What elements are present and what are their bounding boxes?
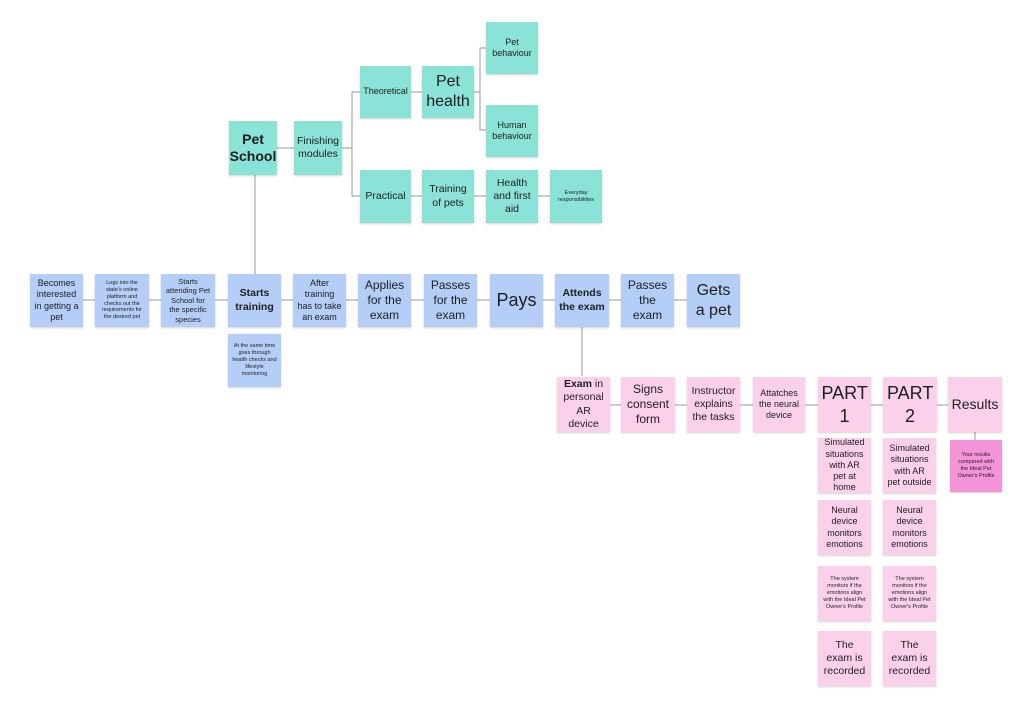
note-becomes-interested[interactable]: Becomes interested in getting a pet <box>30 274 83 327</box>
note-exam-rest: in personal AR device <box>563 378 604 430</box>
note-system-monitors-2[interactable]: The system monitors if the emotions alig… <box>883 566 936 621</box>
note-theoretical[interactable]: Theoretical <box>360 66 411 118</box>
note-part-1[interactable]: PART 1 <box>818 377 871 432</box>
note-exam-ar-device[interactable]: Exam in personal AR device <box>557 377 610 432</box>
connector <box>474 47 486 131</box>
note-pet-behaviour[interactable]: Pet behaviour <box>486 22 538 74</box>
note-pet-health[interactable]: Pet health <box>422 66 474 118</box>
note-passes-the-exam[interactable]: Passes the exam <box>621 274 674 327</box>
note-neural-monitors-2[interactable]: Neural device monitors emotions <box>883 500 936 555</box>
note-results[interactable]: Results <box>948 377 1002 432</box>
note-recorded-2[interactable]: The exam is recorded <box>883 631 936 686</box>
note-at-same-time[interactable]: At the same time goes through health che… <box>228 334 281 387</box>
note-attends-exam[interactable]: Attends the exam <box>555 274 609 327</box>
note-starts-training[interactable]: Starts training <box>228 274 281 327</box>
note-sim-outside[interactable]: Simulated situations with AR pet outside <box>883 438 936 493</box>
note-training-of-pets[interactable]: Training of pets <box>422 170 474 223</box>
note-human-behaviour[interactable]: Human behaviour <box>486 105 538 157</box>
note-sim-home[interactable]: Simulated situations with AR pet at home <box>818 437 871 493</box>
note-pays[interactable]: Pays <box>490 274 543 327</box>
note-passes-for-exam[interactable]: Passes for the exam <box>424 274 477 327</box>
note-neural-monitors-1[interactable]: Neural device monitors emotions <box>818 500 871 555</box>
note-finishing-modules[interactable]: Finishing modules <box>294 121 342 175</box>
note-after-training[interactable]: After training has to take an exam <box>293 274 346 327</box>
note-logs-into[interactable]: Logs into the state's online platform an… <box>95 274 149 327</box>
note-starts-attending[interactable]: Starts attending Pet School for the spec… <box>161 274 215 327</box>
note-applies-exam[interactable]: Applies for the exam <box>358 274 411 327</box>
note-attaches-device[interactable]: Attatches the neural device <box>753 377 805 432</box>
note-recorded-1[interactable]: The exam is recorded <box>818 631 871 686</box>
note-system-monitors-1[interactable]: The system monitors if the emotions alig… <box>818 566 871 621</box>
note-everyday-responsibilities[interactable]: Everyday responsibilities <box>550 170 602 223</box>
note-pet-school[interactable]: Pet School <box>229 121 277 175</box>
note-part-2[interactable]: PART 2 <box>883 377 937 432</box>
connector <box>342 91 360 197</box>
note-practical[interactable]: Practical <box>360 170 411 223</box>
note-exam-bold: Exam <box>563 378 592 391</box>
note-signs-consent[interactable]: Signs consent form <box>621 377 675 432</box>
note-health-first-aid[interactable]: Health and first aid <box>486 170 538 223</box>
note-instructor-explains[interactable]: Instructor explains the tasks <box>687 377 740 432</box>
note-gets-a-pet[interactable]: Gets a pet <box>687 274 740 327</box>
note-your-results[interactable]: Your results compared with the Ideal Pet… <box>950 440 1002 492</box>
